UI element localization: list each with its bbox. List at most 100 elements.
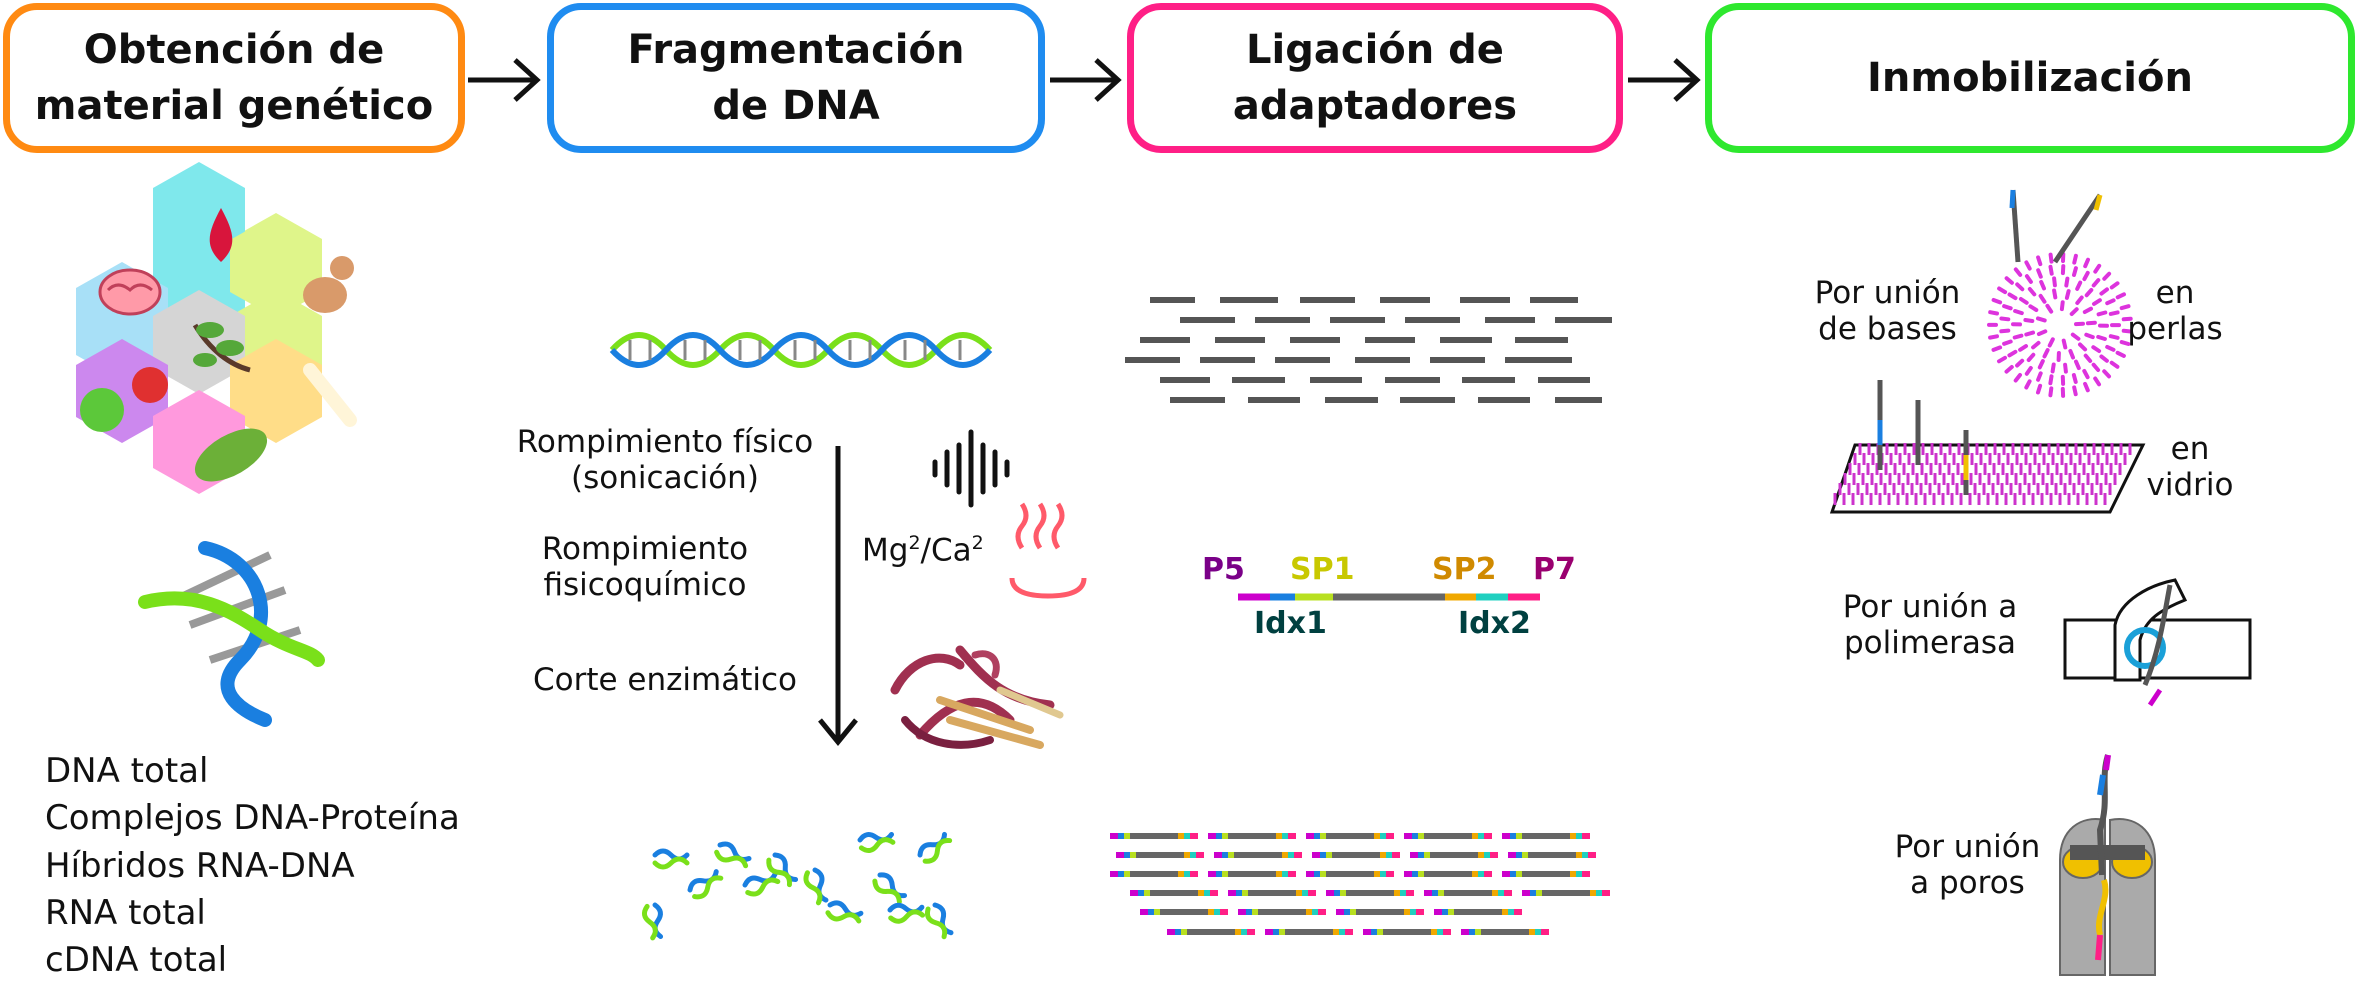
fragment-segment — [2031, 340, 2041, 350]
p7-label: P7 — [1533, 552, 1576, 587]
fragment-segment — [2102, 271, 2112, 281]
fragment-segment — [2061, 338, 2068, 350]
fragment-segment — [2052, 288, 2058, 300]
fragment-segment — [2082, 306, 2093, 314]
fragment-segment — [2059, 300, 2065, 312]
fragment-segment — [2083, 381, 2090, 393]
sp2-label: SP2 — [1432, 552, 1497, 587]
fragment-segment — [2064, 289, 2071, 300]
fragment-segment — [2045, 303, 2054, 314]
fragment-segment — [2085, 320, 2097, 326]
bead-icon — [1987, 189, 2133, 398]
fragment-segment — [2026, 352, 2036, 362]
fragment-segment — [2108, 334, 2120, 340]
dna-fragments-icon — [641, 831, 954, 941]
fragment-segment — [2012, 333, 2024, 340]
list-item: RNA total — [45, 892, 206, 933]
fragment-segment — [2036, 329, 2048, 337]
fragment-segment — [2024, 274, 2033, 284]
fragment-segment — [2091, 362, 2101, 372]
fragment-segment — [2004, 365, 2014, 374]
fragment-segment — [2075, 280, 2083, 291]
fragment-segment — [2083, 353, 2093, 363]
fragment-segment — [2037, 359, 2045, 370]
fragment-segment — [2047, 337, 2055, 348]
fragment-segment — [2064, 276, 2070, 288]
list-item: Complejos DNA-Proteína — [45, 798, 460, 839]
physical-break-label: Rompimiento físico(sonicación) — [516, 424, 814, 496]
fragment-segment — [2075, 295, 2084, 305]
tissue-hexagons-icon — [76, 162, 357, 494]
fragment-segment — [1997, 286, 2008, 295]
fragment-segment — [2074, 359, 2081, 371]
fragment-segment — [2013, 309, 2024, 316]
fragment-segment — [2039, 279, 2046, 291]
ligated-fragments — [1110, 833, 1610, 935]
polymerase-icon — [2063, 578, 2252, 707]
nanopore-icon — [2059, 754, 2156, 976]
dna-fragment-lines — [1125, 297, 1612, 403]
list-item: DNA total — [45, 751, 209, 791]
fragment-segment — [2115, 292, 2126, 300]
arrow-right-icon — [1628, 58, 1701, 102]
p5-label: P5 — [1202, 552, 1245, 587]
fragment-segment — [1991, 345, 2003, 352]
enzymatic-cut-label: Corte enzimático — [532, 662, 797, 698]
step-title-line1: Inmobilización — [1867, 55, 2193, 101]
fragment-segment — [2036, 383, 2043, 395]
step-title-line2: material genético — [34, 83, 434, 129]
arrow-right-icon — [1050, 58, 1122, 102]
fragment-segment — [2068, 349, 2075, 360]
heat-icon — [1009, 502, 1087, 599]
sp1-label: SP1 — [1290, 552, 1355, 587]
fragment-segment — [2013, 373, 2022, 383]
fragment-segment — [2004, 276, 2014, 285]
fragment-segment — [1988, 310, 1999, 316]
fragment-segment — [2007, 349, 2018, 358]
fragment-segment — [2121, 328, 2133, 334]
fragment-segment — [2036, 371, 2043, 382]
fragment-segment — [2093, 263, 2102, 274]
dna-helix-icon — [138, 541, 325, 727]
list-item: Híbridos RNA-DNA — [45, 845, 355, 886]
fragment-segment — [2048, 264, 2054, 276]
fragment-segment — [2024, 379, 2032, 390]
fragment-segment — [2036, 316, 2047, 323]
enzyme-icon — [890, 645, 1064, 749]
fragment-segment — [2083, 257, 2090, 269]
step-header-obtencion: Obtención de material genético — [3, 3, 465, 153]
step-title-line2: adaptadores — [1232, 83, 1518, 129]
fragment-segment — [2072, 253, 2078, 265]
fragment-segment — [2091, 278, 2101, 288]
step-title-line1: Obtención de — [83, 27, 385, 73]
fragment-segment — [2042, 348, 2050, 359]
fragment-segment — [2070, 332, 2081, 341]
fragment-segment — [2015, 358, 2025, 368]
step-title-line2: de DNA — [712, 83, 880, 129]
fragment-segment — [2082, 270, 2090, 282]
fragment-segment — [2105, 298, 2116, 306]
fragment-segment — [2109, 281, 2120, 290]
fragment-segment — [2018, 297, 2029, 305]
fragment-segment — [1988, 334, 1999, 340]
fragment-segment — [2121, 316, 2133, 322]
fragment-segment — [2002, 304, 2013, 311]
fragment-segment — [2084, 288, 2094, 298]
fragment-segment — [2099, 354, 2109, 363]
fragment-segment — [2092, 298, 2102, 306]
fragment-segment — [2109, 360, 2120, 369]
fragment-segment — [1999, 328, 2011, 334]
fragment-segment — [2050, 362, 2056, 374]
fragment-segment — [2018, 344, 2028, 352]
arrow-down-icon — [818, 446, 858, 746]
fragment-segment — [2024, 330, 2035, 337]
fragment-segment — [2119, 340, 2131, 346]
fragment-segment — [2084, 332, 2095, 340]
fragment-segment — [2015, 282, 2025, 292]
fragment-segment — [2072, 385, 2078, 397]
